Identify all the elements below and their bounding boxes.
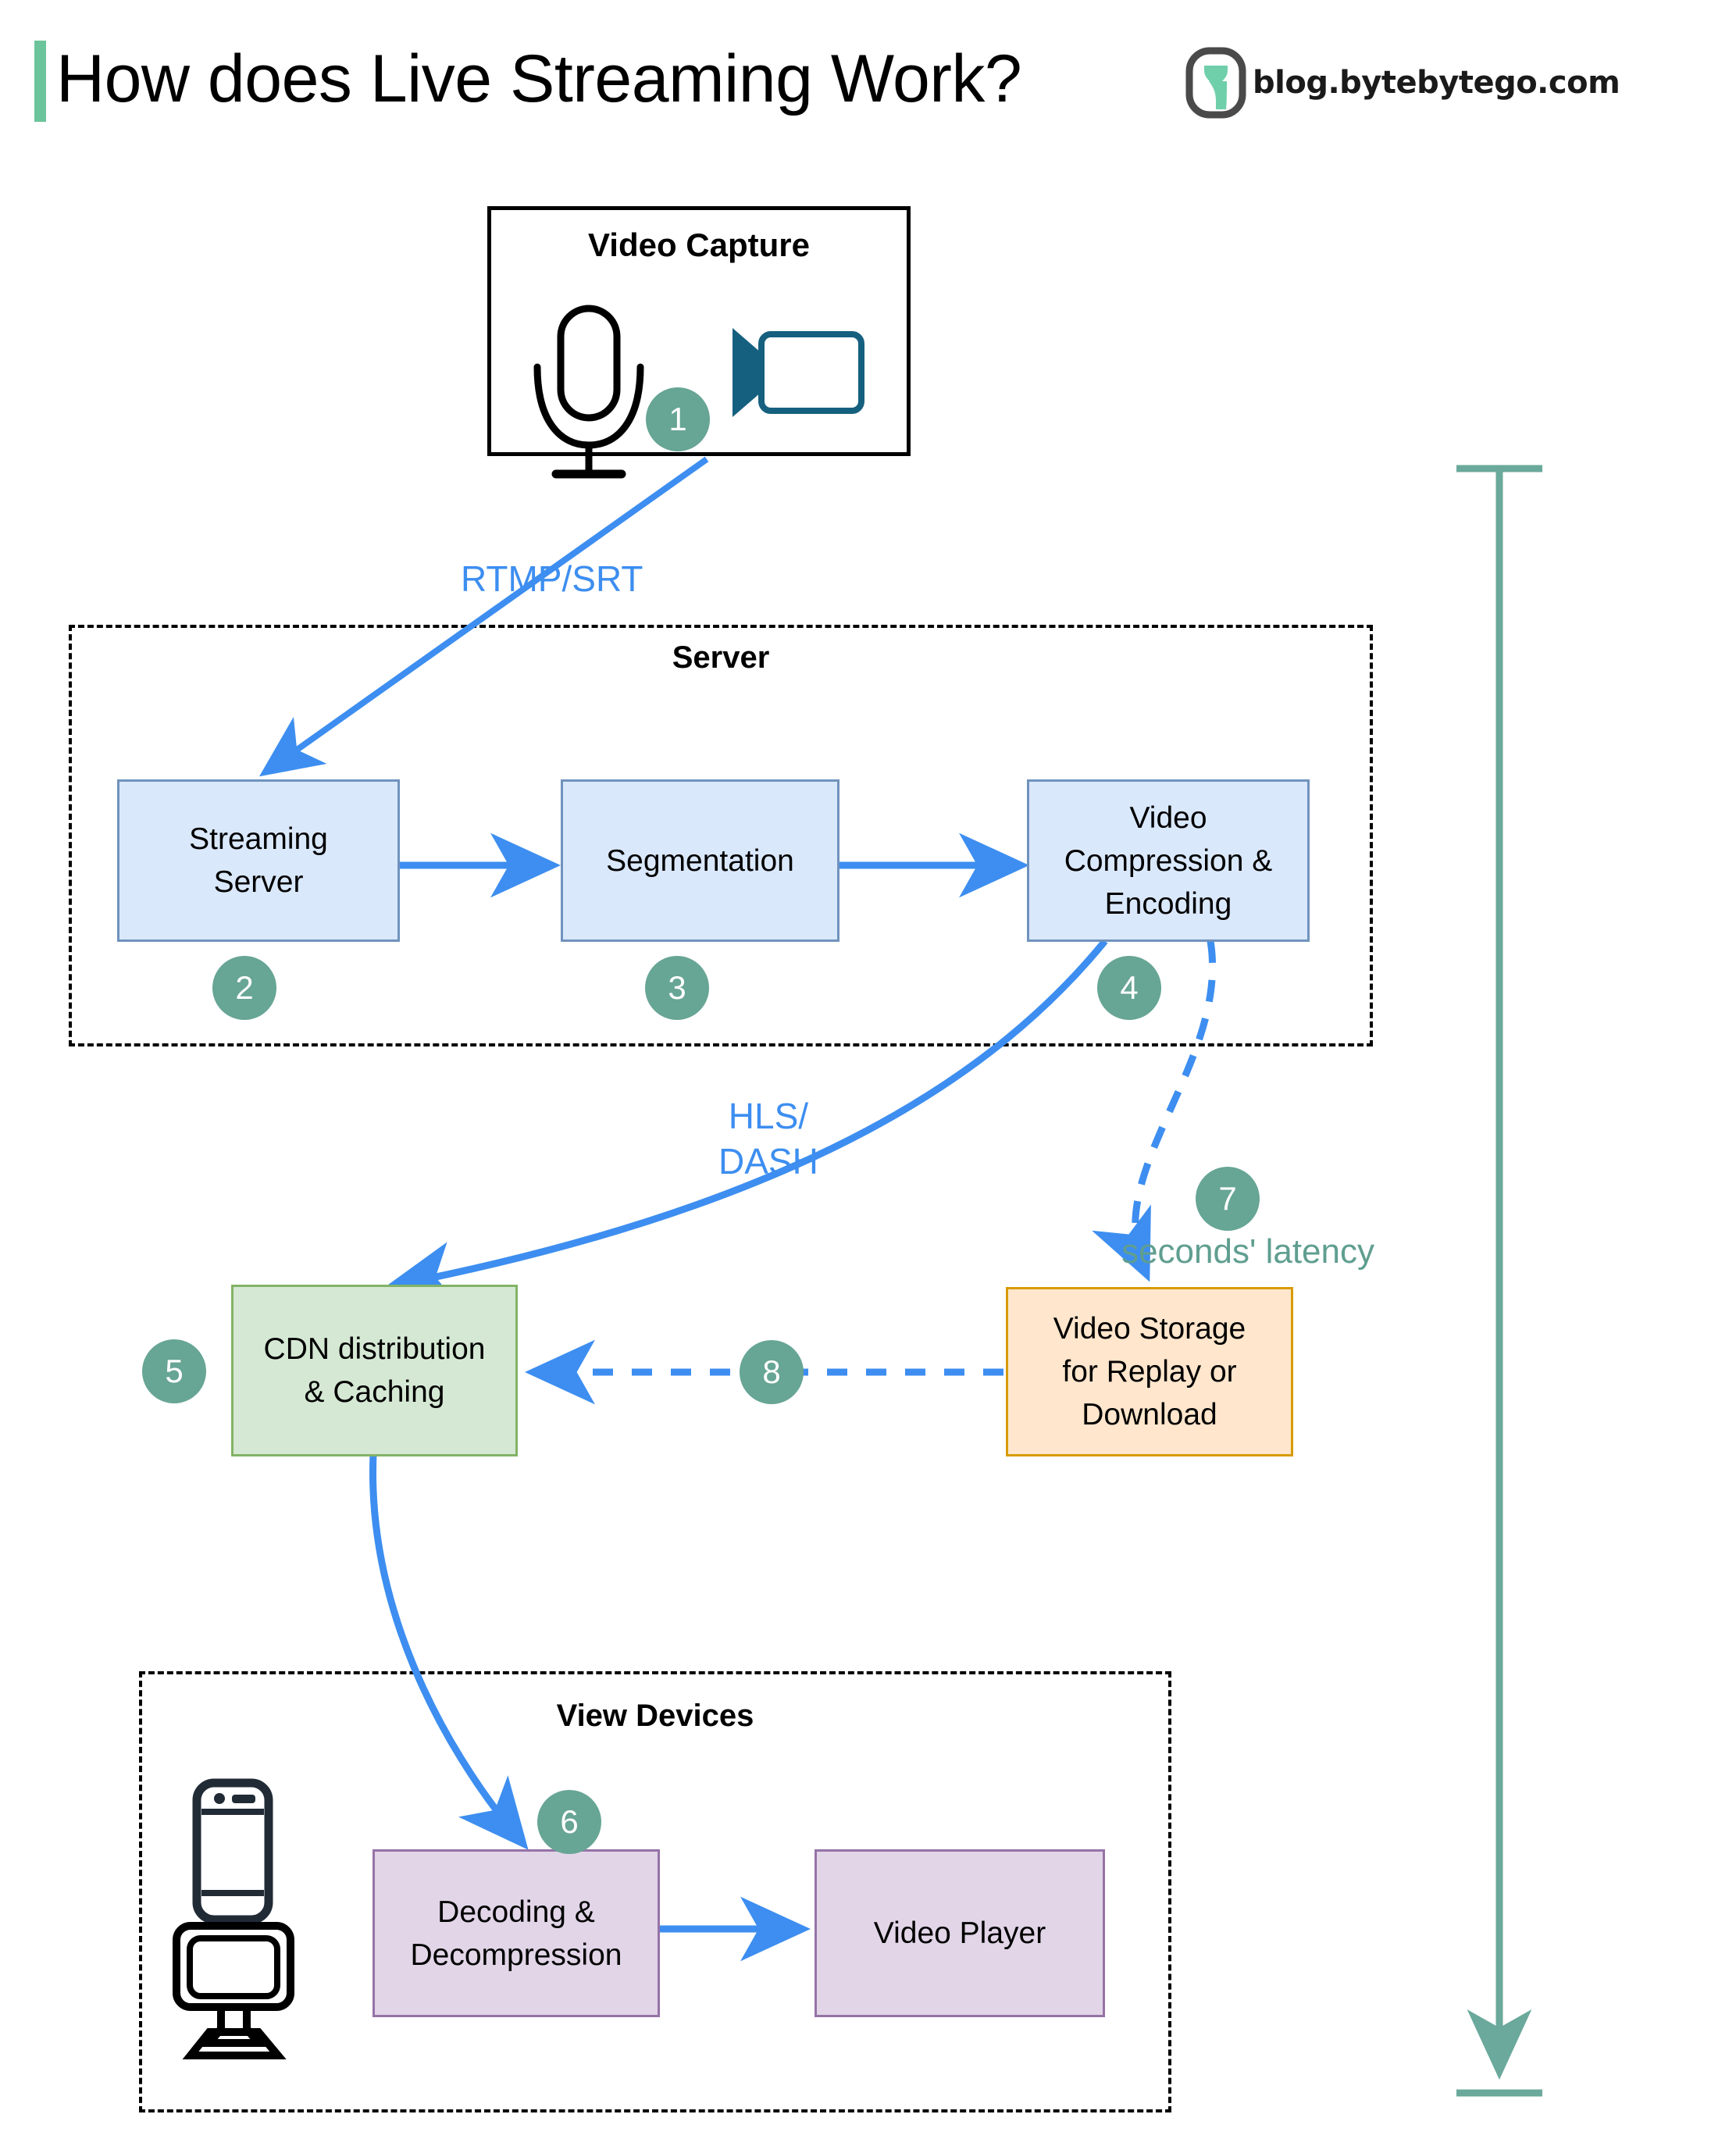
node-cdn-label: CDN distribution & Caching: [263, 1332, 486, 1409]
page-title: How does Live Streaming Work?: [56, 41, 1022, 116]
step-badge-5[interactable]: 5: [142, 1339, 206, 1403]
page-header: How does Live Streaming Work? blog.byteb…: [0, 0, 1736, 156]
node-video-compression[interactable]: Video Compression & Encoding: [1027, 779, 1310, 942]
node-video-storage-label: Video Storage for Replay or Download: [1053, 1312, 1246, 1431]
step-badge-2[interactable]: 2: [212, 956, 276, 1020]
brand-text: blog.bytebytego.com: [1253, 65, 1620, 101]
node-streaming-server[interactable]: Streaming Server: [117, 779, 400, 942]
title-accent-bar: [34, 41, 46, 122]
latency-measure-line: [1456, 465, 1542, 2097]
node-segmentation[interactable]: Segmentation: [561, 779, 839, 942]
group-view-devices-title: View Devices: [556, 1699, 754, 1733]
edge-label-hls-dash: HLS/ DASH: [718, 1096, 818, 1182]
step-badge-8[interactable]: 8: [740, 1340, 804, 1404]
group-server-title: Server: [672, 640, 770, 675]
brand-block: blog.bytebytego.com: [1185, 47, 1620, 119]
video-capture-title: Video Capture: [588, 226, 810, 263]
node-video-compression-label: Video Compression & Encoding: [1064, 800, 1273, 921]
node-video-storage[interactable]: Video Storage for Replay or Download: [1006, 1287, 1293, 1456]
node-video-player-label: Video Player: [873, 1916, 1046, 1950]
step-badge-6[interactable]: 6: [537, 1790, 601, 1854]
edge-label-rtmp-srt: RTMP/SRT: [461, 558, 643, 599]
bytebytego-leaf-logo-icon: [1185, 47, 1246, 119]
step-badge-4[interactable]: 4: [1097, 956, 1161, 1020]
step-badge-1[interactable]: 1: [646, 387, 710, 451]
group-view-devices: [139, 1671, 1171, 2112]
node-cdn[interactable]: CDN distribution & Caching: [231, 1285, 518, 1456]
step-badge-3[interactable]: 3: [645, 956, 709, 1020]
step-badge-7[interactable]: 7: [1196, 1167, 1260, 1231]
node-decoding-label: Decoding & Decompression: [410, 1895, 622, 1972]
node-decoding[interactable]: Decoding & Decompression: [373, 1849, 660, 2017]
latency-annotation-label: seconds' latency: [1121, 1232, 1374, 1271]
node-video-player[interactable]: Video Player: [815, 1849, 1105, 2017]
node-streaming-server-label: Streaming Server: [189, 822, 328, 899]
node-segmentation-label: Segmentation: [606, 843, 794, 878]
